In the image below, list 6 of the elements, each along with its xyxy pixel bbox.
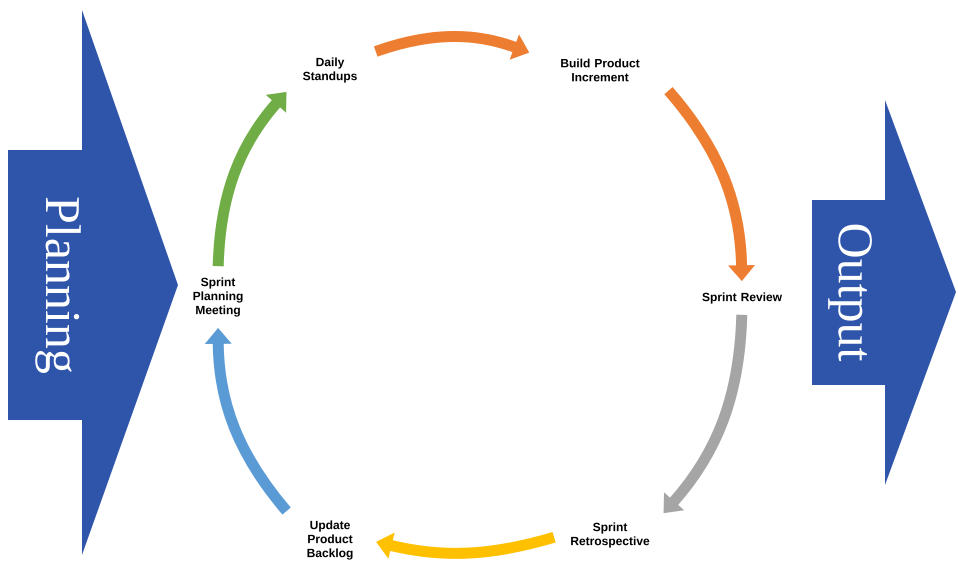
step-label: Daily Standups [303,57,357,83]
step-label: Sprint Retrospective [571,522,650,548]
step-label: Update Product Backlog [307,520,353,560]
step-label: Sprint Review [702,292,782,304]
step-label: Build Product Increment [561,58,640,82]
step-label: Sprint Planning Meeting [193,277,243,317]
